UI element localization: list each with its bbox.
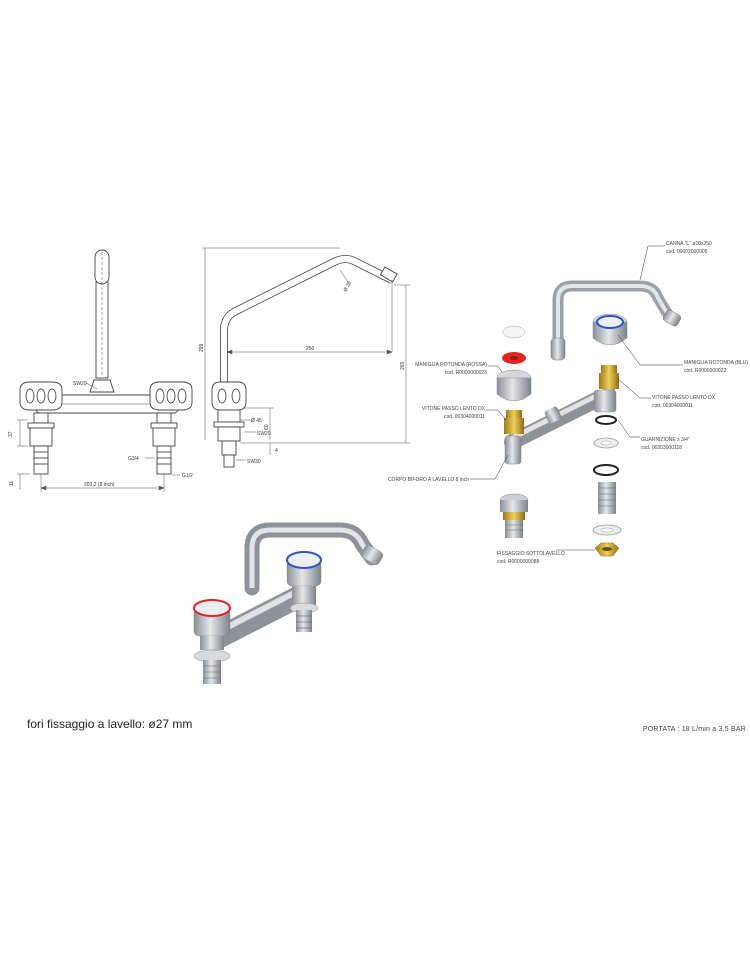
label-fissaggio-code: cod. R0000000088 [497, 559, 539, 565]
front-sw29-label: SW29 [73, 381, 87, 387]
front-g34-label: G3/4 [128, 456, 139, 462]
label-vitone-dx-code: cod. 00304000011 [652, 403, 693, 409]
label-maniglia-blu-name: MANIGLIA ROTONDA (BLU) [684, 360, 748, 366]
front-dim-37: 37 [8, 431, 14, 437]
front-dim-11: 11 [9, 481, 15, 486]
side-sw29-label: SW29 [257, 431, 271, 437]
label-vitone-dx-name: VITONE PASSO LENTO DX [652, 395, 716, 401]
side-dim-250: 250 [306, 346, 315, 352]
label-corpo-name: CORPO BIFORO A LAVELLO 8 inch [388, 477, 469, 483]
front-width-label: 203,2 (8 inch) [84, 482, 115, 488]
side-dia-20: Ø 20 [343, 280, 354, 293]
assembled-faucet-render [193, 522, 383, 684]
flow-rate-note: PORTATA : 18 L/min a 3,5 BAR [642, 726, 746, 733]
label-fissaggio-name: FISSAGGIO SOTTOLAVELLO [497, 551, 565, 557]
side-dim-60: 60 [264, 424, 270, 430]
label-guarnizione-code: cod. 00303000118 [641, 445, 682, 451]
exploded-view [470, 245, 683, 557]
side-dim-299: 299 [199, 343, 205, 352]
label-canna-code: cod. 00602000005 [666, 249, 708, 255]
side-sw30-label: SW30 [247, 459, 261, 465]
front-view-drawing [17, 249, 193, 492]
label-canna-name: CANNA "L" ø20x250 [666, 241, 712, 247]
side-view-drawing [202, 247, 410, 468]
side-dim-4: 4 [275, 448, 278, 454]
label-guarnizione-name: GUARNIZIONE x 3/4" [641, 437, 690, 443]
label-maniglia-blu-code: cod. R0000000022 [684, 368, 726, 374]
label-vitone-sx-name: VITONE PASSO LENTO DX [422, 406, 486, 412]
label-maniglia-rossa-code: cod. R0000000023 [445, 370, 487, 376]
side-dia-45: Ø 45 [251, 418, 262, 424]
label-maniglia-rossa-name: MANIGLIA ROTONDA (ROSSA) [415, 362, 487, 368]
front-g12-label: G1/2 [182, 473, 193, 479]
label-vitone-sx-code: cod. 00304000011 [444, 414, 485, 420]
mounting-holes-note: fori fissaggio a lavello: ø27 mm [27, 717, 193, 731]
side-dim-265: 265 [400, 361, 406, 370]
